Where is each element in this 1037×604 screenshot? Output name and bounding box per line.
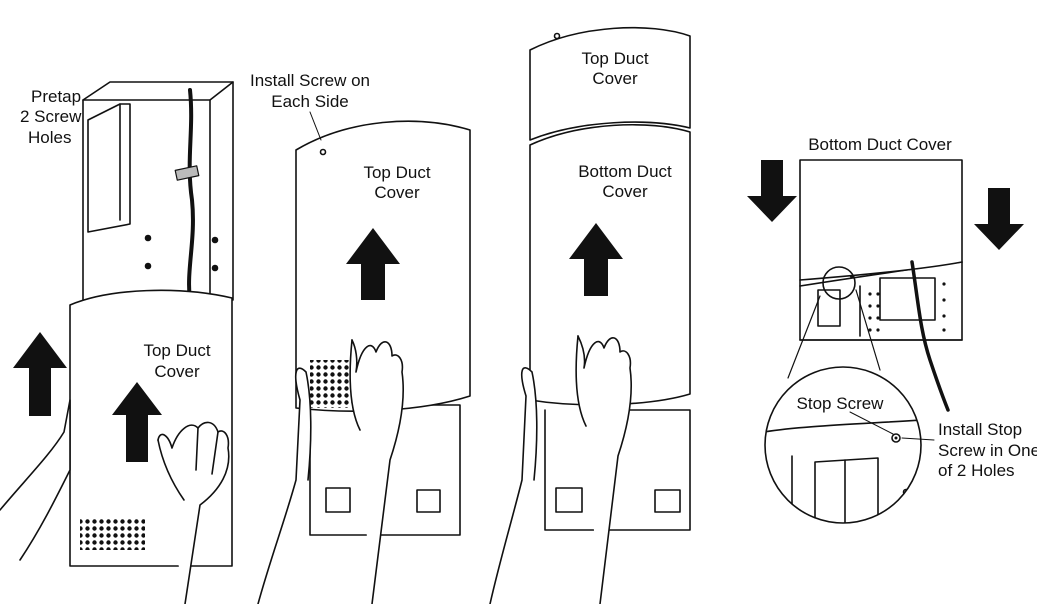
pretap-label-line3: Holes [28,128,72,147]
panel-4 [747,159,1024,524]
top-duct-cover-label-1a: Top Duct [143,341,211,360]
upper-chassis [82,81,234,302]
screw-icon [319,148,327,156]
stop-screw-label: Stop Screw [796,394,884,413]
hands [489,335,633,604]
bottom-duct-cover-4 [799,159,963,281]
hands [0,399,230,604]
install-stop-label-2: Screw in One [938,441,1037,460]
hands [257,339,405,604]
arrow-up-icon [13,332,67,416]
bottom-duct-cover-3 [529,123,691,406]
top-duct-cover-label-3b: Cover [592,69,638,88]
arrow-down-icon [974,188,1024,250]
arrow-up-icon [112,382,162,462]
screw-icon [553,32,561,40]
pretap-label-line2: 2 Screw [20,107,82,126]
top-duct-cover-label-1b: Cover [154,362,200,381]
panel-1 [0,81,234,604]
panel-3 [489,26,691,604]
bottom-duct-cover-label-4: Bottom Duct Cover [808,135,952,154]
pretap-label-line1: Pretap [31,87,82,106]
bottom-duct-cover-label-3a: Bottom Duct [578,162,672,181]
install-screw-label-1: Install Screw on [250,71,370,90]
top-duct-cover-label-2b: Cover [374,183,420,202]
vent-holes [80,518,145,550]
install-screw-label-2: Each Side [271,92,349,111]
install-stop-label-1: Install Stop [938,420,1023,439]
top-duct-cover-label-2a: Top Duct [363,163,431,182]
arrow-down-icon [747,160,797,222]
magnifier-circle-icon [764,366,922,524]
top-duct-cover-3 [529,26,691,141]
bottom-duct-cover-label-3b: Cover [602,182,648,201]
install-stop-label-3: of 2 Holes [938,461,1015,480]
arrow-up-icon [346,228,400,300]
top-duct-cover-label-3a: Top Duct [581,49,649,68]
arrow-up-icon [569,223,623,296]
panel-2 [257,111,471,604]
